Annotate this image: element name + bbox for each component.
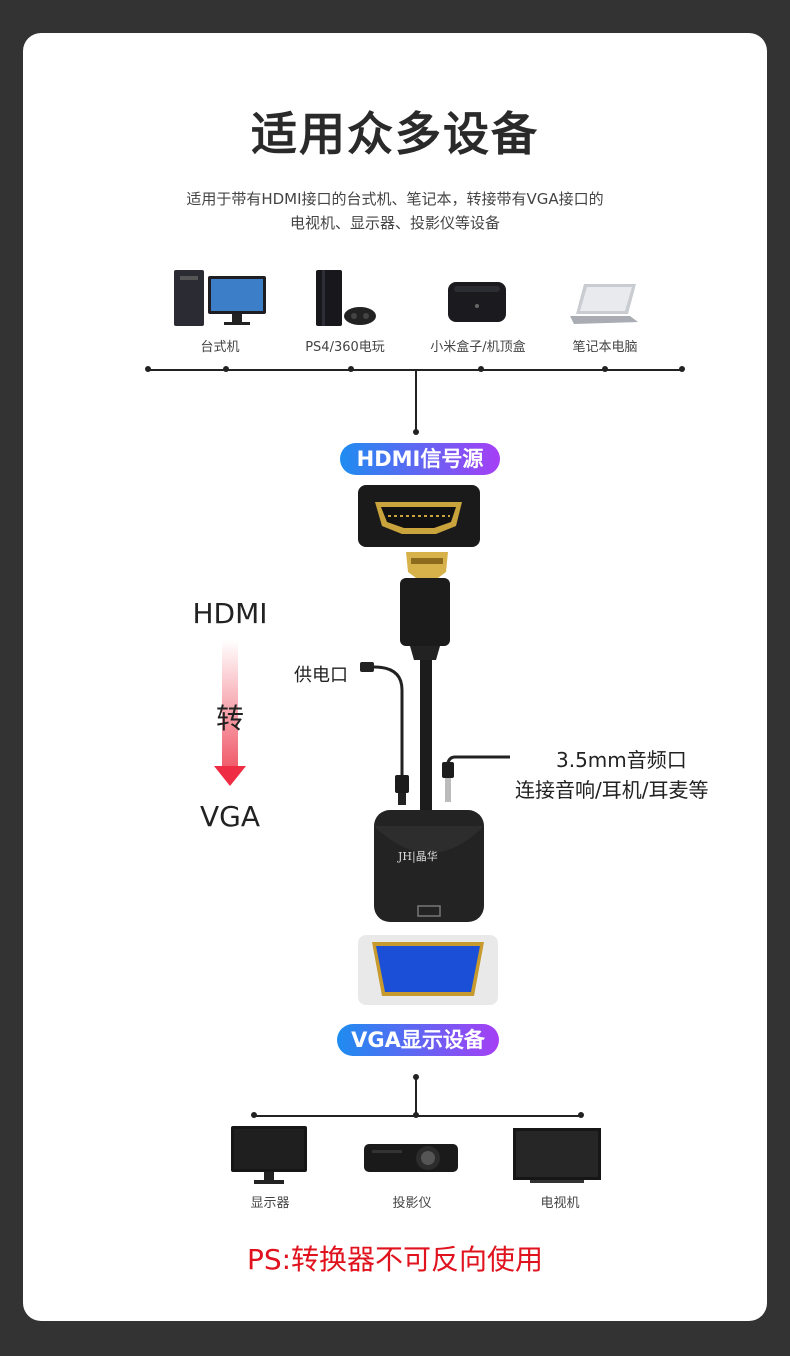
laptop-icon [570, 284, 638, 324]
adapter-illustration [358, 485, 510, 1005]
bus-dot [413, 1112, 419, 1118]
vga-display-pill: VGA显示设备 [337, 1024, 499, 1056]
source-label-desktop: 台式机 [200, 340, 240, 355]
bus-dot [679, 366, 685, 372]
power-port-label: 供电口 [294, 665, 348, 686]
bus-dot [251, 1112, 257, 1118]
bus-dot [223, 366, 229, 372]
bus-dot [478, 366, 484, 372]
conversion-middle-label: 转 [215, 702, 244, 735]
television-icon [513, 1128, 601, 1183]
hdmi-source-pill: HDMI信号源 [340, 443, 500, 475]
source-label-console: PS4/360电玩 [305, 340, 385, 355]
page-title: 适用众多设备 [251, 107, 539, 161]
audio-port-description: 连接音响/耳机/耳麦等 [515, 778, 709, 802]
bus-dot [413, 1074, 419, 1080]
conversion-to-label: VGA [199, 800, 260, 833]
bus-dot [348, 366, 354, 372]
description-line-2: 电视机、显示器、投影仪等设备 [289, 214, 500, 232]
source-label-tv-box: 小米盒子/机顶盒 [430, 340, 526, 355]
conversion-from-label: HDMI [192, 597, 268, 630]
source-drop-line [415, 370, 417, 432]
description-line-1: 适用于带有HDMI接口的台式机、笔记本，转接带有VGA接口的 [186, 190, 604, 208]
bus-dot [145, 366, 151, 372]
game-console-icon [316, 270, 376, 326]
down-arrow-icon [214, 766, 246, 786]
adapter-logo: JH|晶华 [398, 850, 438, 863]
source-bus-line [148, 369, 682, 371]
conversion-arrow-shaft [222, 640, 238, 768]
bus-dot [602, 366, 608, 372]
display-label-monitor: 显示器 [250, 1196, 290, 1211]
bus-dot [578, 1112, 584, 1118]
display-label-projector: 投影仪 [392, 1196, 432, 1211]
projector-icon [364, 1144, 458, 1172]
bus-dot [413, 429, 419, 435]
desktop-pc-icon [174, 270, 266, 326]
source-label-laptop: 笔记本电脑 [572, 340, 638, 355]
audio-port-label: 3.5mm音频口 [556, 748, 687, 772]
display-drop-line [415, 1076, 417, 1116]
display-label-tv: 电视机 [540, 1196, 580, 1211]
content-card [23, 33, 767, 1321]
reverse-use-warning: PS:转换器不可反向使用 [246, 1243, 544, 1276]
monitor-icon [231, 1126, 307, 1184]
tv-box-icon [448, 282, 506, 322]
